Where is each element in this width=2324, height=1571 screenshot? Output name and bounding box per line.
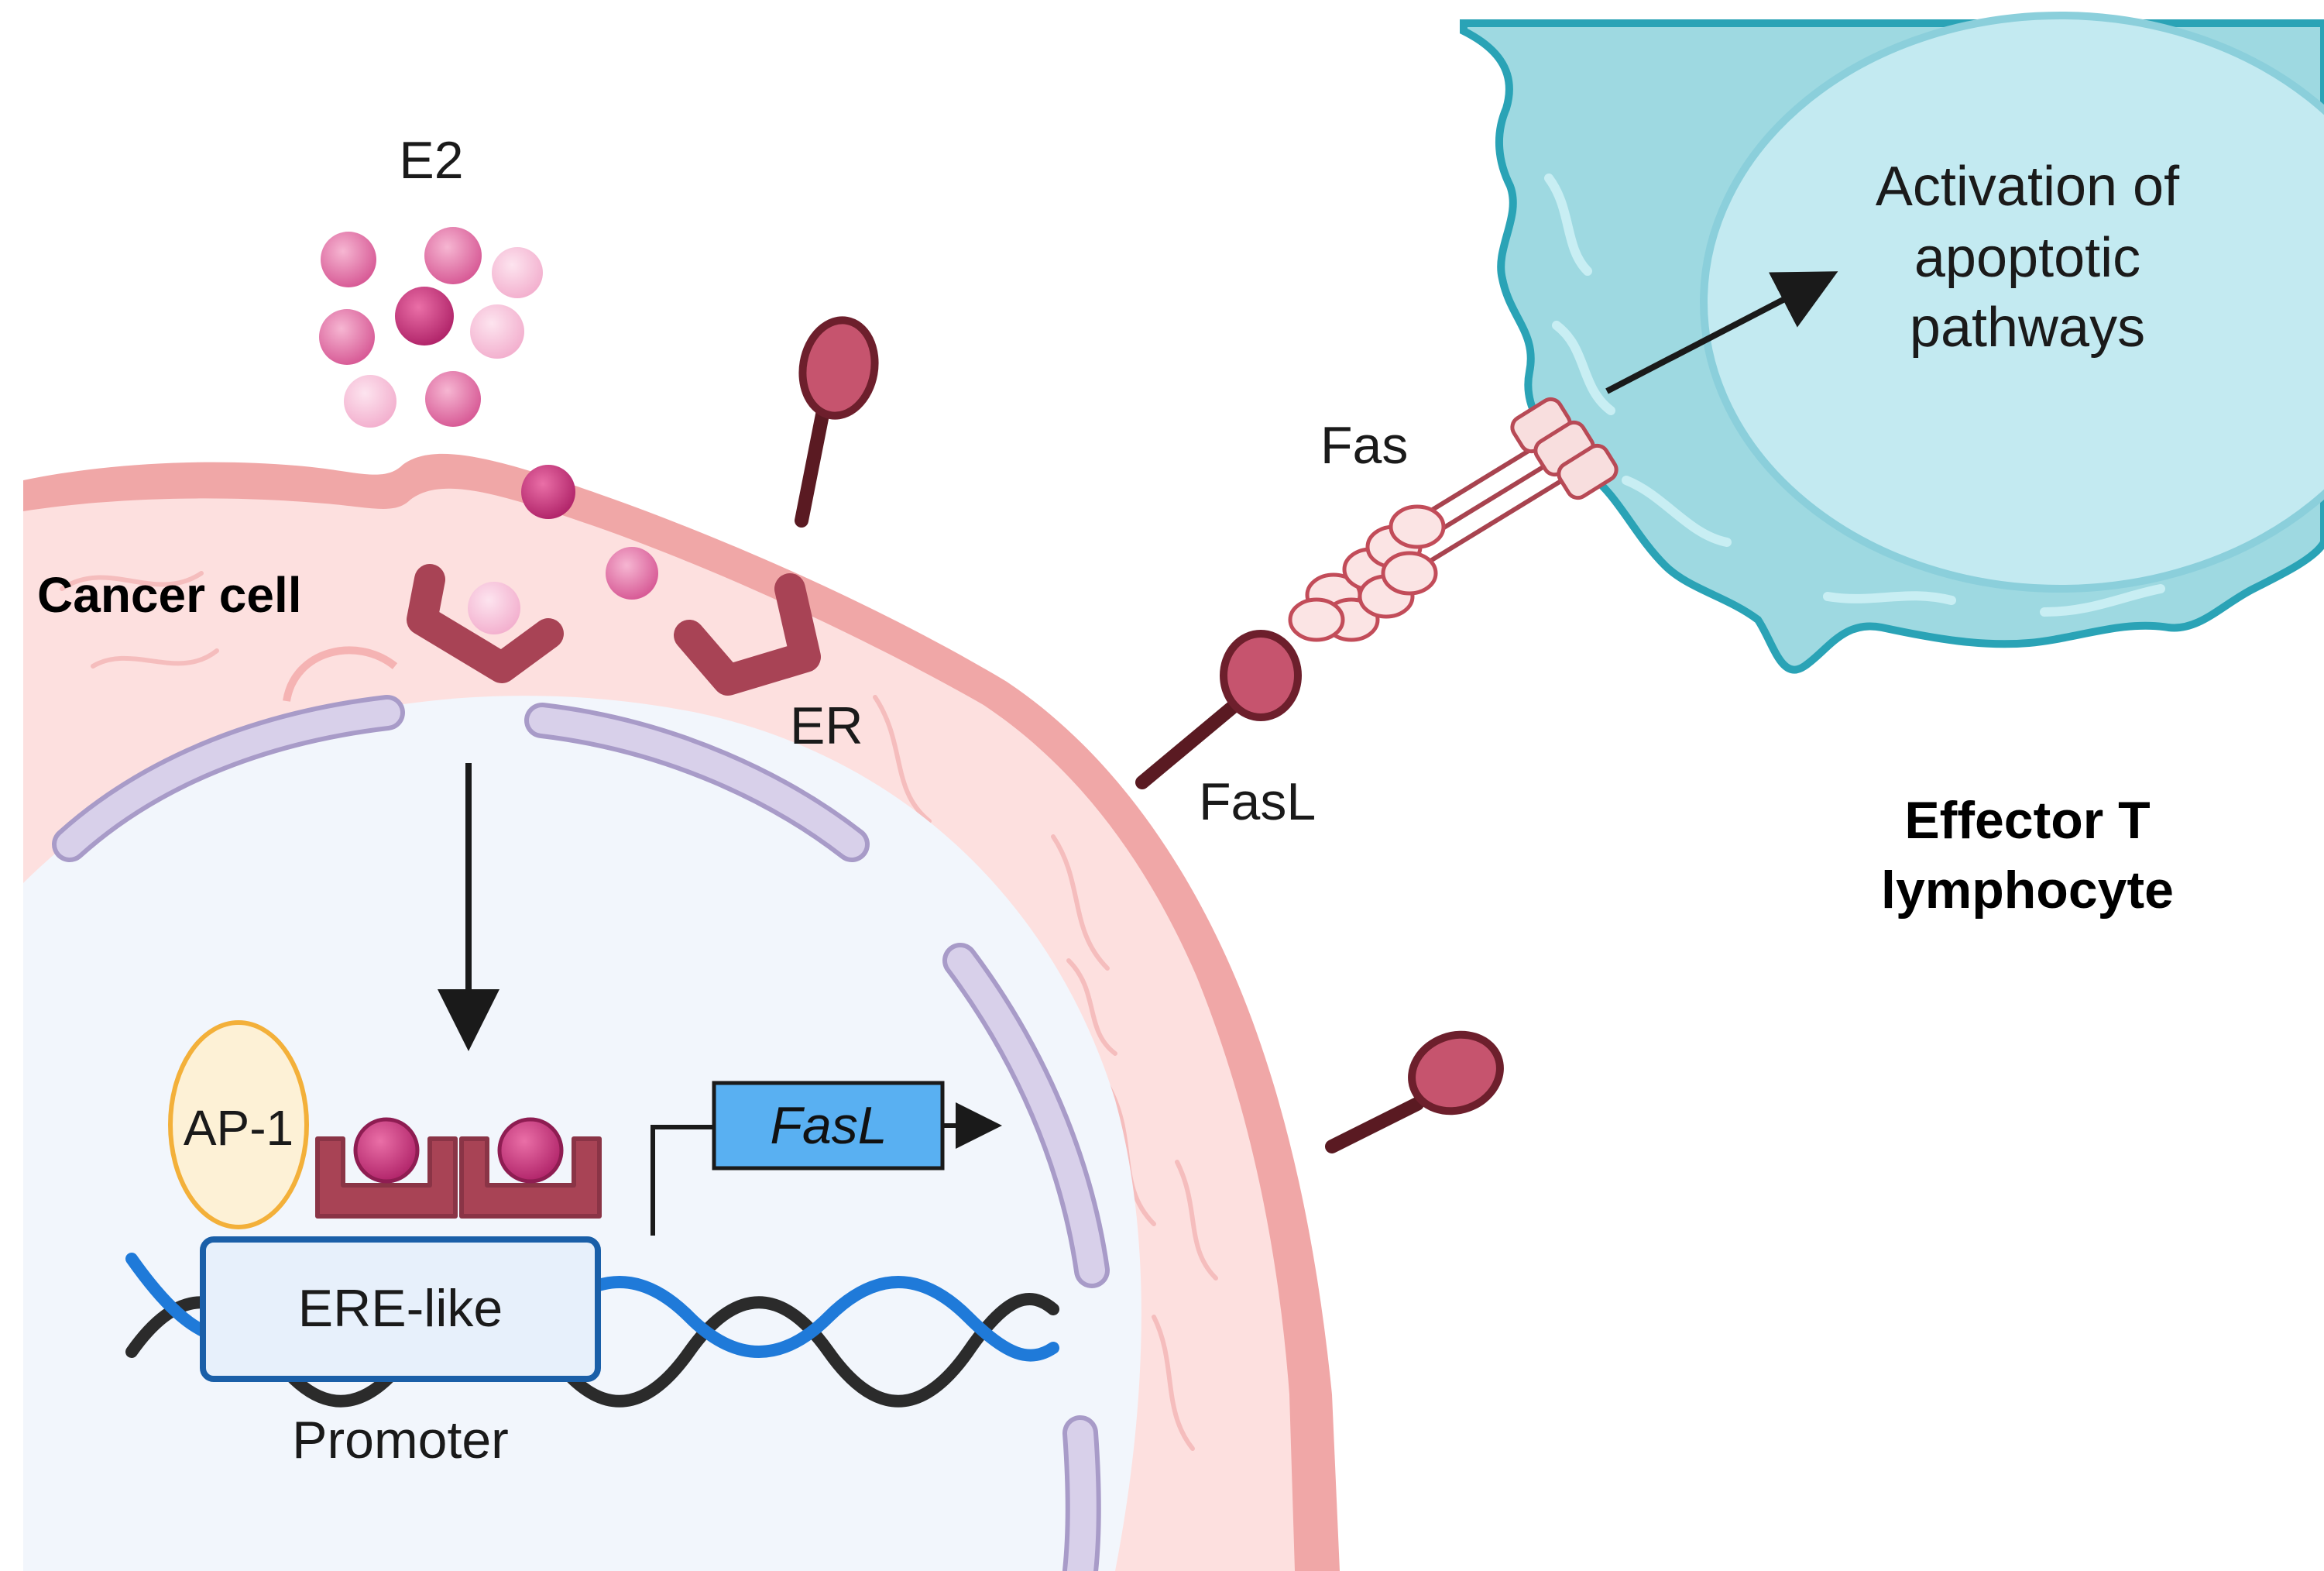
cancer-cell-label: Cancer cell [37, 567, 302, 623]
activation-label-line3: pathways [1910, 297, 2145, 359]
e2-label: E2 [399, 131, 463, 190]
er-receptor [674, 573, 821, 696]
t-cell-texture [1544, 174, 2165, 617]
activation-arrow [1605, 271, 1838, 394]
e2-molecule [395, 287, 454, 345]
ere-like-box [200, 1236, 601, 1382]
t-cell [1460, 12, 2324, 674]
effector-label-line2: lymphocyte [1881, 861, 2174, 920]
fas-label: Fas [1320, 416, 1408, 475]
e2-molecule [470, 304, 524, 359]
er-dimer [315, 1117, 602, 1219]
fas-receptor [1288, 397, 1619, 642]
e2-molecule [521, 465, 575, 519]
e2-molecule [492, 247, 543, 298]
e2-molecule-bound [353, 1117, 420, 1184]
fasl-ligand-middle [1135, 630, 1302, 789]
fasl-gene-label: FasL [770, 1096, 887, 1155]
ap1-label: AP-1 [184, 1100, 294, 1156]
t-cell-nucleus [1700, 12, 2324, 593]
transcription-start [651, 1125, 714, 1236]
er-label: ER [790, 696, 863, 755]
vesicle-bump [283, 646, 398, 702]
ap1-factor [168, 1020, 309, 1229]
e2-molecule [319, 309, 375, 365]
effector-label-line1: Effector T [1904, 791, 2150, 850]
er-receptor [407, 564, 564, 683]
fasl-ligand-label: FasL [1199, 772, 1316, 831]
promoter-label: Promoter [292, 1411, 509, 1470]
e2-molecule [424, 227, 482, 284]
nuclear-envelope-inner [57, 700, 1105, 1571]
fasl-ligand-bottom [1325, 1030, 1504, 1153]
e2-cluster [319, 227, 543, 428]
e2-molecule [344, 375, 396, 428]
cytoplasm-texture [60, 571, 1218, 1451]
e2-molecule [425, 371, 481, 427]
e2-molecule [468, 582, 520, 634]
fasl-ligand-top [795, 316, 879, 528]
fasl-gene-box [712, 1081, 945, 1171]
ere-like-label: ERE-like [298, 1279, 503, 1338]
e2-molecule [606, 547, 658, 600]
activation-label-line1: Activation of [1876, 156, 2180, 218]
activation-label-line2: apoptotic [1914, 227, 2140, 289]
e2-molecule [321, 232, 376, 287]
e2-molecule-bound [497, 1117, 564, 1184]
